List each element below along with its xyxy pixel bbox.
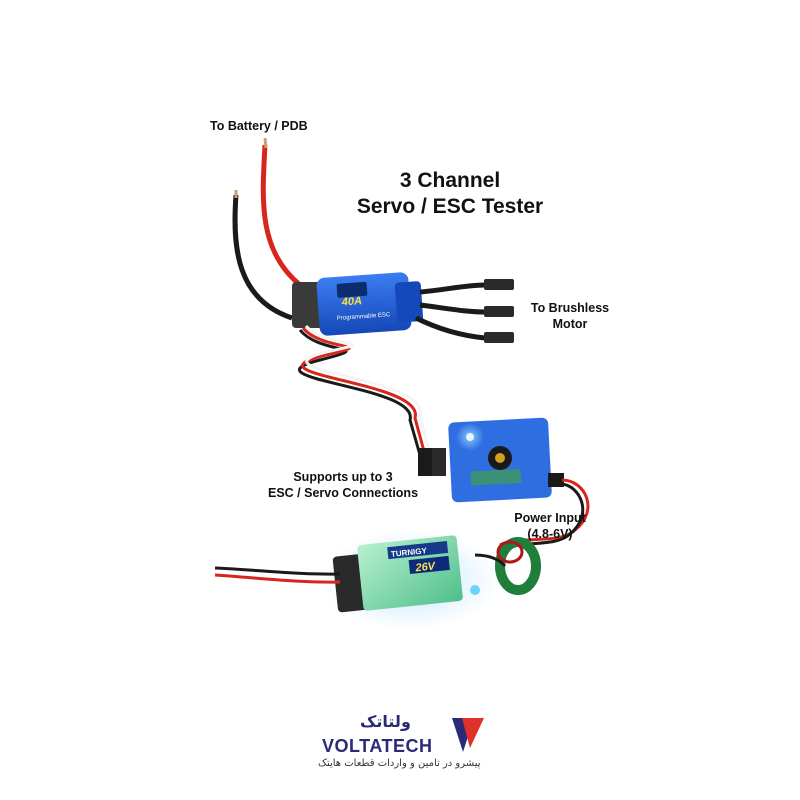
servo-tester <box>448 417 552 503</box>
brand-name-en: VOLTATECH <box>322 736 433 756</box>
tester-plugs <box>418 448 446 476</box>
bec-wires <box>214 553 507 584</box>
esc-module: 40A Programmable ESC <box>292 272 424 336</box>
bec-brand: TURNIGY <box>390 546 427 559</box>
brand-name-fa: ولتاتک <box>360 712 411 731</box>
servo-lead <box>298 324 432 456</box>
brand-tagline: پیشرو در تامین و واردات قطعات هایتک <box>318 758 481 769</box>
supports-label-line-1: Supports up to 3 <box>293 470 393 484</box>
supports-label: Supports up to 3 ESC / Servo Connections <box>248 469 438 501</box>
brand-block: ولتاتک VOLTATECH پیشرو در تامین و واردات… <box>300 700 500 780</box>
ferrite-ring <box>495 537 541 595</box>
esc-rating: 40A <box>340 295 362 308</box>
battery-wires <box>232 137 302 321</box>
power-label-line-1: Power Input <box>514 511 586 525</box>
title-line-2: Servo / ESC Tester <box>356 195 544 218</box>
supports-label-line-2: ESC / Servo Connections <box>267 486 419 500</box>
bec-voltage: 26V <box>414 560 437 574</box>
power-input-label: Power Input (4.8-6V) <box>500 510 600 542</box>
power-label-line-2: (4.8-6V) <box>527 527 573 541</box>
esc-prog-label: Programmable ESC <box>337 312 391 322</box>
diagram-title: 3 Channel Servo / ESC Tester <box>340 168 560 220</box>
voltatech-logo-icon <box>452 718 484 752</box>
motor-label-line-2: Motor <box>552 317 588 331</box>
motor-wires <box>414 279 514 343</box>
title-line-1: 3 Channel <box>399 169 501 192</box>
motor-label-line-1: To Brushless <box>530 301 610 315</box>
motor-label: To Brushless Motor <box>515 300 625 332</box>
bec-module: TURNIGY 26V <box>320 530 500 630</box>
battery-label: To Battery / PDB <box>210 119 308 133</box>
